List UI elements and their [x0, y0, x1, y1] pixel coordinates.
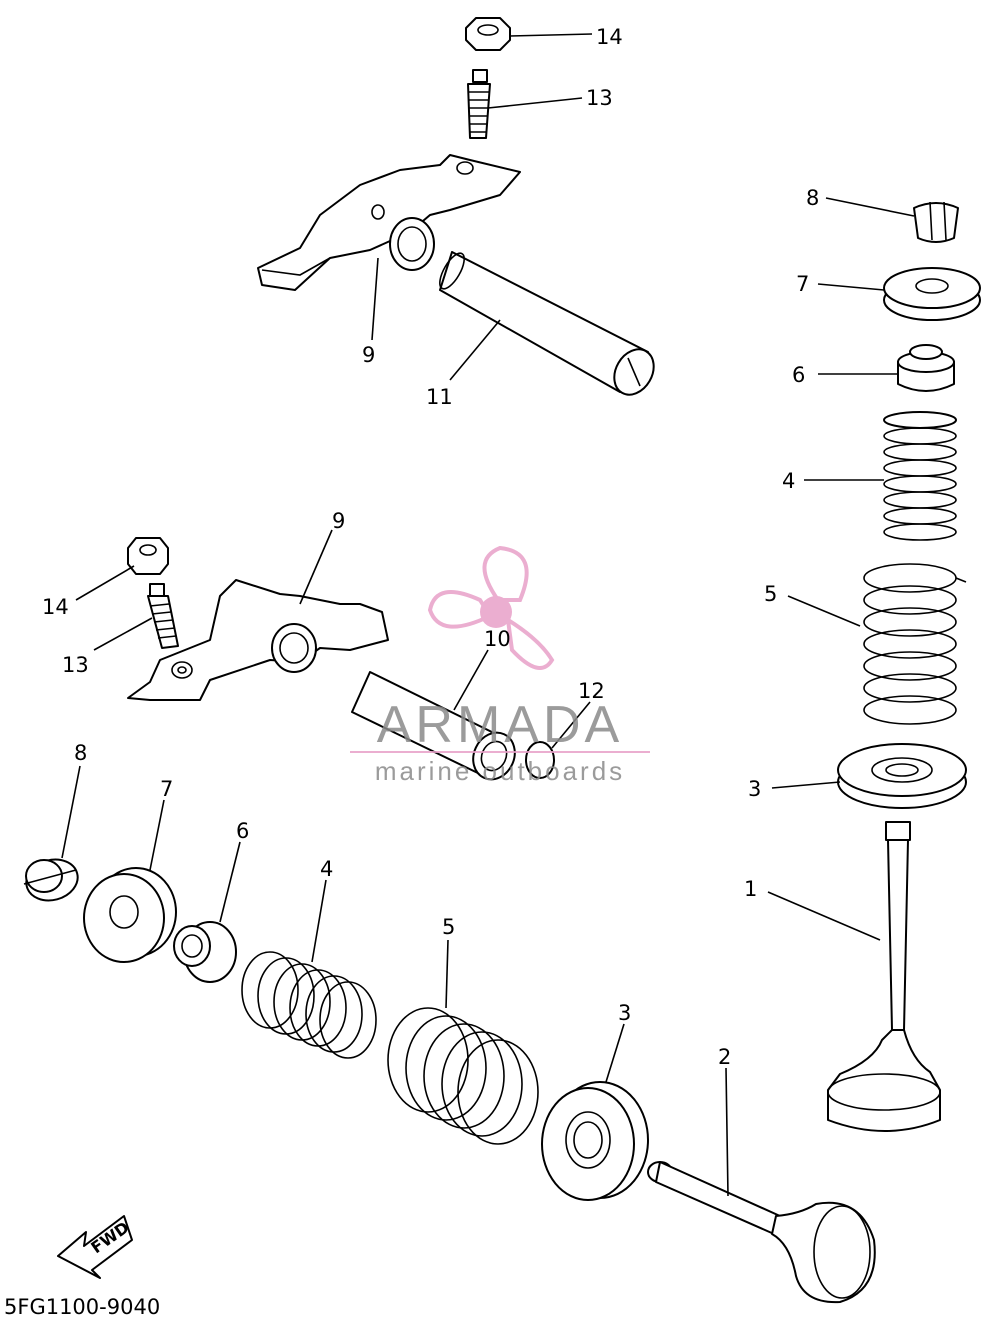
catalog-code: 5FG1100-9040 [4, 1295, 160, 1319]
callout-low-4: 4 [320, 857, 333, 881]
callout-low-8: 8 [74, 741, 87, 765]
callout-right-5: 5 [764, 582, 777, 606]
callout-low-2: 2 [718, 1045, 731, 1069]
upper-rocker-shaft-11 [439, 251, 655, 396]
callout-right-3: 3 [748, 777, 761, 801]
lower-valve-row [23, 765, 876, 1304]
watermark-tagline: marine outboards [375, 756, 625, 786]
right-inner-spring-4 [883, 411, 957, 541]
callout-mid-12: 12 [578, 679, 605, 703]
callout-mid-13: 13 [62, 653, 89, 677]
right-valve-1 [827, 821, 941, 1132]
lower-inner-spring-4 [241, 951, 377, 1059]
right-outer-spring-5 [863, 563, 967, 725]
middle-adjust-screw-13 [147, 583, 179, 649]
lower-seal-6 [173, 921, 237, 983]
right-valve-stack [767, 197, 981, 1132]
lower-spring-seat-3 [541, 1081, 649, 1201]
right-retainer-7 [883, 267, 981, 321]
callout-upper-14: 14 [596, 25, 623, 49]
watermark-brand: ARMADA [377, 696, 623, 754]
middle-rocker-assembly [75, 529, 591, 781]
upper-adjust-screw-13 [467, 69, 491, 139]
armada-watermark: ARMADA marine outboards [350, 545, 650, 786]
callout-low-5: 5 [442, 915, 455, 939]
callout-mid-9: 9 [332, 509, 345, 533]
upper-nut-14 [465, 17, 511, 51]
callout-right-6: 6 [792, 363, 805, 387]
callout-mid-14: 14 [42, 595, 69, 619]
callout-low-3: 3 [618, 1001, 631, 1025]
middle-nut-14 [127, 537, 169, 575]
callout-mid-10: 10 [484, 627, 511, 651]
callout-upper-13: 13 [586, 86, 613, 110]
propeller-logo-icon [427, 545, 555, 670]
callout-labels: 14 13 9 11 8 7 6 4 5 3 1 9 14 13 10 12 8… [4, 25, 819, 1319]
callout-low-6: 6 [236, 819, 249, 843]
upper-rocker-arm-9 [257, 154, 521, 291]
right-cotter-8 [913, 201, 959, 243]
fwd-arrow: FWD [57, 1215, 133, 1279]
callout-right-8: 8 [806, 186, 819, 210]
lower-retainer-7 [83, 867, 177, 963]
upper-rocker-assembly [257, 17, 655, 396]
middle-rocker-arm-9 [127, 579, 389, 701]
callout-upper-11: 11 [426, 385, 453, 409]
right-spring-seat-3 [837, 743, 967, 809]
callout-right-1: 1 [744, 877, 757, 901]
callout-right-4: 4 [782, 469, 795, 493]
callout-low-7: 7 [160, 777, 173, 801]
lower-cotter-8 [23, 858, 79, 902]
lower-outer-spring-5 [387, 1007, 539, 1145]
right-seal-6 [897, 344, 955, 392]
callout-upper-9: 9 [362, 343, 375, 367]
callout-right-7: 7 [796, 272, 809, 296]
middle-rocker-shaft-10 [351, 671, 516, 781]
lower-valve-2 [647, 1161, 876, 1304]
